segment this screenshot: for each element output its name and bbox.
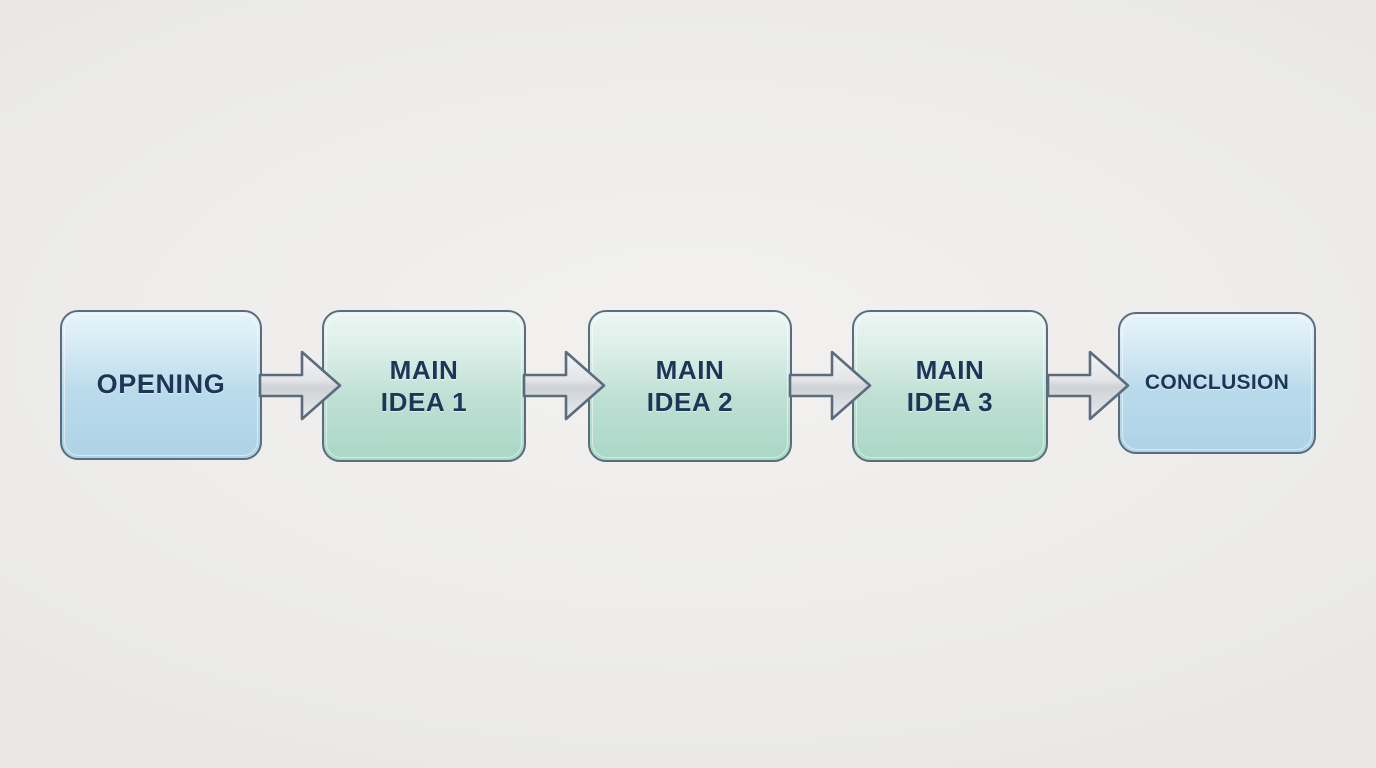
arrow-main-idea-3-to-conclusion [1046,348,1130,423]
flow-node-conclusion[interactable]: CONCLUSION [1118,312,1316,454]
node-label-main-idea-2: MAIN IDEA 2 [637,354,743,419]
node-label-line-1: MAIN [915,354,985,385]
node-surface-opening [60,310,262,460]
flow-node-opening[interactable]: OPENING [60,310,262,460]
node-label-line-1: MAIN [655,354,725,385]
node-label-line-1: MAIN [389,354,459,385]
node-label-conclusion: CONCLUSION [1144,370,1290,394]
node-label-line-2: IDEA 2 [646,387,734,417]
arrow-main-idea-1-to-main-idea-2 [522,348,606,423]
arrow-main-idea-2-to-main-idea-3 [788,348,872,423]
flow-node-main-idea-2[interactable]: MAIN IDEA 2 [588,310,792,462]
node-surface-conclusion [1118,312,1316,454]
node-surface-main-idea-1 [322,310,526,462]
node-surface-main-idea-3 [852,310,1048,462]
node-label-main-idea-1: MAIN IDEA 1 [371,354,477,419]
node-label-main-idea-3: MAIN IDEA 3 [897,354,1003,419]
node-label-line-2: IDEA 1 [380,387,468,417]
node-label-opening: OPENING [96,369,226,400]
arrow-opening-to-main-idea-1 [258,348,342,423]
flow-node-main-idea-3[interactable]: MAIN IDEA 3 [852,310,1048,462]
flow-node-main-idea-1[interactable]: MAIN IDEA 1 [322,310,526,462]
node-label-line-2: IDEA 3 [906,387,994,417]
